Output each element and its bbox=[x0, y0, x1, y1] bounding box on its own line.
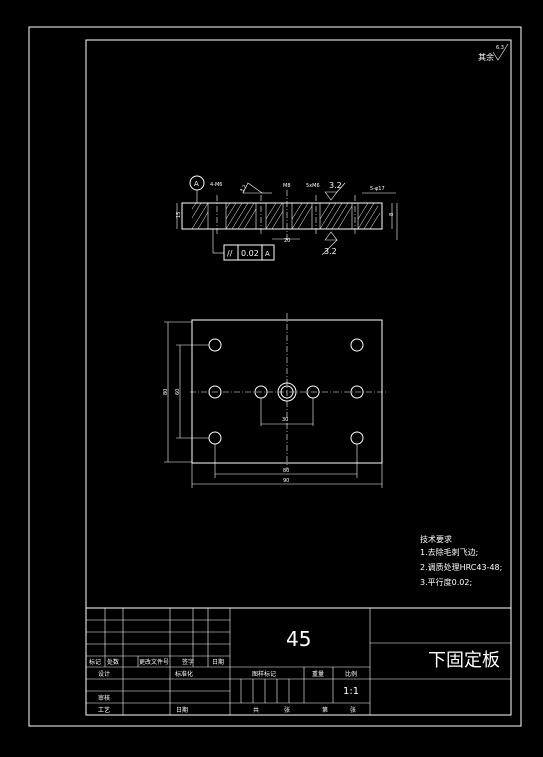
datum-label: A bbox=[194, 180, 199, 188]
material-value: 45 bbox=[286, 627, 311, 651]
plan-holes bbox=[208, 338, 364, 445]
label-qianzi: 签字 bbox=[182, 658, 194, 666]
roughness-symbol-icon bbox=[324, 191, 338, 201]
notes-title: 技术要求 bbox=[420, 534, 452, 544]
dim-plan-w-outer: 90 bbox=[283, 478, 289, 484]
label-shenhe: 审核 bbox=[98, 694, 110, 702]
drawing-border bbox=[85, 39, 512, 716]
label-di: 第 bbox=[322, 706, 328, 714]
roughness-note-value: 6.3 bbox=[496, 45, 504, 51]
dim-5: 20 bbox=[284, 238, 290, 244]
roughness-value-3: 3.2 bbox=[324, 247, 337, 256]
notes-line-1: 1.去除毛刺飞边; bbox=[420, 547, 478, 557]
roughness-note: 其余 6.3 bbox=[478, 43, 509, 62]
notes-line-3: 3.平行度0.02; bbox=[420, 577, 472, 587]
label-zhang2: 张 bbox=[350, 706, 356, 714]
dim-1: M8 bbox=[283, 183, 291, 189]
dim-plan-w-inner: 80 bbox=[283, 468, 289, 474]
scale-value: 1:1 bbox=[343, 686, 359, 697]
gdt-datum: A bbox=[265, 250, 270, 258]
dim-4: 15 bbox=[176, 212, 182, 218]
dim-3: 5-φ17 bbox=[370, 186, 385, 192]
label-zhang: 张 bbox=[284, 706, 290, 714]
label-bili: 比例 bbox=[345, 670, 357, 678]
label-gongyi: 工艺 bbox=[98, 706, 110, 714]
roughness-value-2: 3.2 bbox=[329, 181, 342, 190]
title-block: 标记 处数 更改文件号 签字 日期 设计 标准化 审核 工艺 日期 45 图样标 bbox=[85, 607, 512, 716]
gdt-tolerance: 0.02 bbox=[241, 249, 259, 258]
section-view: A 4-M6 3.2 M8 5xM6 3.2 5-φ17 15 8 20 3.2… bbox=[176, 175, 398, 261]
label-riqi: 日期 bbox=[212, 658, 224, 666]
dim-2: 5xM6 bbox=[306, 183, 320, 189]
label-chushu: 处数 bbox=[107, 658, 119, 666]
roughness-symbol-icon bbox=[242, 182, 263, 194]
label-biaozhunhua: 标准化 bbox=[175, 670, 193, 678]
section-hole-lines bbox=[207, 203, 359, 229]
label-biaoji: 标记 bbox=[89, 658, 101, 666]
part-name: 下固定板 bbox=[428, 650, 500, 671]
label-sheji: 设计 bbox=[98, 670, 110, 678]
roughness-note-label: 其余 bbox=[478, 52, 494, 62]
notes-line-2: 2.调质处理HRC43-48; bbox=[420, 562, 502, 572]
technical-notes: 技术要求 1.去除毛刺飞边; 2.调质处理HRC43-48; 3.平行度0.02… bbox=[420, 534, 502, 587]
plan-view: 80 60 30 80 90 bbox=[163, 313, 388, 488]
parallelism-icon: // bbox=[227, 249, 233, 258]
outer-frame bbox=[28, 26, 522, 727]
label-wenjian: 更改文件号 bbox=[139, 658, 169, 666]
dim-holes: 4-M6 bbox=[210, 182, 222, 188]
dim-plan-h-inner: 60 bbox=[175, 389, 181, 395]
plate-outline bbox=[191, 319, 383, 464]
roughness-symbol-icon bbox=[492, 43, 509, 61]
label-pizhun: 日期 bbox=[176, 706, 188, 714]
dim-plan-center: 30 bbox=[282, 417, 288, 423]
roughness-value-1: 3.2 bbox=[239, 184, 248, 194]
label-zhongliang: 重量 bbox=[312, 670, 324, 678]
label-jieduan: 图样标记 bbox=[252, 670, 276, 678]
label-gong: 共 bbox=[253, 706, 259, 714]
section-hatching bbox=[191, 202, 381, 230]
gdt-frame: // 0.02 A bbox=[212, 229, 275, 261]
dim-plan-h-outer: 80 bbox=[163, 389, 169, 395]
roughness-symbol-icon bbox=[324, 231, 338, 241]
